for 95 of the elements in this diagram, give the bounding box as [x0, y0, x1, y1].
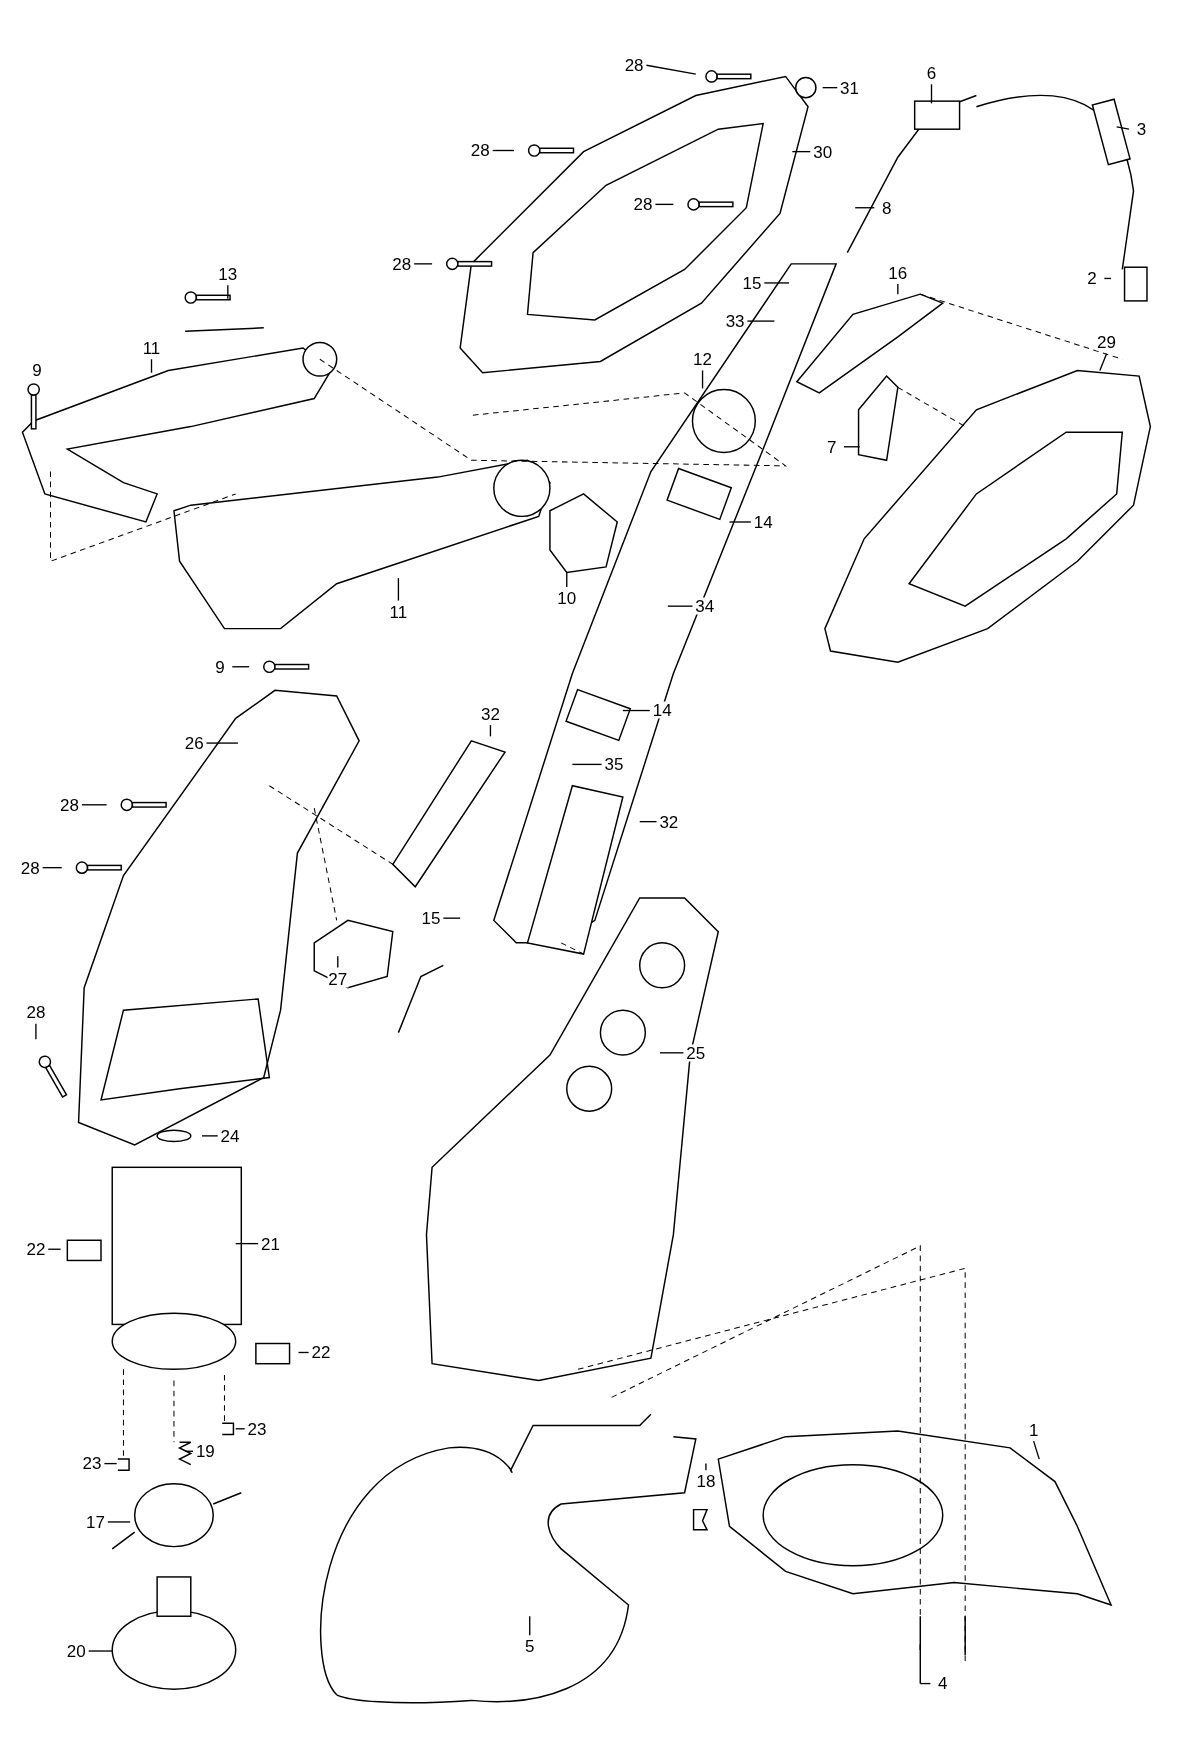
leader-line — [88, 1650, 113, 1652]
callout-number: 22 — [310, 1343, 332, 1361]
callout-number: 28 — [25, 1003, 47, 1021]
callout-number: 5 — [524, 1637, 536, 1655]
callout-number: 7 — [825, 438, 838, 456]
callout-number: 32 — [658, 813, 680, 830]
leader-line — [492, 149, 515, 152]
callout-number: 18 — [695, 1472, 717, 1490]
leader-line — [701, 369, 704, 390]
leader-line — [227, 284, 229, 300]
leader-line — [235, 1428, 246, 1430]
leader-line — [645, 64, 697, 75]
leader-line — [107, 1521, 131, 1523]
callout-number: 2 — [1086, 269, 1098, 287]
leader-line — [1099, 352, 1108, 372]
leader-line — [529, 1615, 531, 1636]
leader-line — [201, 1135, 219, 1137]
callout-number: 16 — [887, 264, 909, 282]
leader-line — [1032, 1440, 1040, 1460]
callout-number: 28 — [19, 859, 41, 877]
leader-line — [397, 577, 400, 602]
callout-number: 9 — [214, 658, 226, 676]
leader-line — [442, 917, 461, 919]
leader-line — [413, 263, 433, 265]
callout-number: 14 — [651, 701, 673, 719]
leader-line — [1116, 126, 1130, 130]
leader-line — [763, 282, 790, 284]
leader-line — [659, 1052, 685, 1054]
leader-line — [41, 866, 63, 869]
callout-number: 9 — [32, 361, 42, 379]
callout-number: 28 — [469, 141, 491, 159]
leader-line — [821, 87, 838, 89]
leader-line — [489, 724, 492, 738]
callout-number: 27 — [327, 970, 349, 988]
callout-number: 34 — [694, 597, 716, 615]
callout-number: 28 — [623, 56, 645, 74]
callout-number: 17 — [84, 1513, 106, 1531]
leader-line — [103, 1462, 118, 1465]
callout-number: 6 — [925, 64, 938, 82]
callout-number: 26 — [183, 734, 205, 752]
callout-number: 20 — [65, 1642, 87, 1660]
leader-line — [231, 666, 250, 668]
leader-line — [667, 605, 694, 607]
leader-line — [47, 1248, 62, 1250]
leader-line — [843, 446, 861, 448]
callout-number: 35 — [603, 755, 625, 773]
leader-line — [1103, 277, 1112, 280]
leader-line — [35, 1022, 37, 1041]
leader-line — [337, 955, 339, 969]
callout-number: 3 — [1135, 120, 1148, 138]
leader-line — [791, 150, 811, 153]
callout-number: 22 — [25, 1240, 47, 1258]
leader-line — [205, 742, 239, 744]
callout-number: 32 — [480, 705, 501, 723]
leader-line — [571, 763, 603, 766]
leader-line — [897, 283, 899, 295]
leader-line — [654, 203, 675, 206]
leader-line — [746, 320, 776, 322]
callout-number: 23 — [246, 1420, 268, 1438]
callout-number: 12 — [692, 350, 713, 368]
leader-line — [184, 1450, 194, 1452]
leader-line — [930, 83, 933, 105]
callout-number: 31 — [839, 79, 860, 97]
leader-line — [297, 1351, 310, 1354]
leader-line — [81, 804, 108, 806]
callout-number: 4 — [937, 1674, 949, 1692]
callout-number: 13 — [217, 265, 239, 283]
callout-number: 28 — [59, 796, 81, 814]
callout-number: 21 — [260, 1235, 281, 1252]
callout-number: 14 — [752, 513, 774, 531]
leader-line — [639, 820, 658, 823]
callout-number: 30 — [812, 143, 834, 160]
callout-number: 29 — [1096, 333, 1118, 351]
callout-number: 1 — [1027, 1421, 1040, 1439]
leader-line — [919, 1682, 932, 1685]
callout-number: 23 — [81, 1454, 103, 1472]
callout-number: 25 — [685, 1044, 707, 1062]
callout-number: 10 — [556, 589, 578, 607]
callout-number: 24 — [219, 1127, 241, 1145]
leader-line — [150, 358, 153, 374]
leader-line — [566, 571, 568, 588]
callout-number: 11 — [388, 603, 409, 621]
callout-number: 15 — [420, 909, 442, 927]
leader-line — [235, 1242, 259, 1245]
leader-line — [854, 207, 875, 209]
leader-line — [728, 521, 752, 523]
leader-line — [622, 709, 651, 712]
callout-number: 15 — [741, 274, 763, 292]
callout-number: 28 — [632, 195, 654, 213]
callout-number: 33 — [724, 312, 746, 330]
callout-number: 28 — [391, 255, 413, 273]
callout-number: 8 — [880, 199, 893, 217]
callout-number: 19 — [194, 1442, 216, 1460]
leader-line — [705, 1462, 707, 1471]
callout-number: 11 — [141, 339, 162, 357]
